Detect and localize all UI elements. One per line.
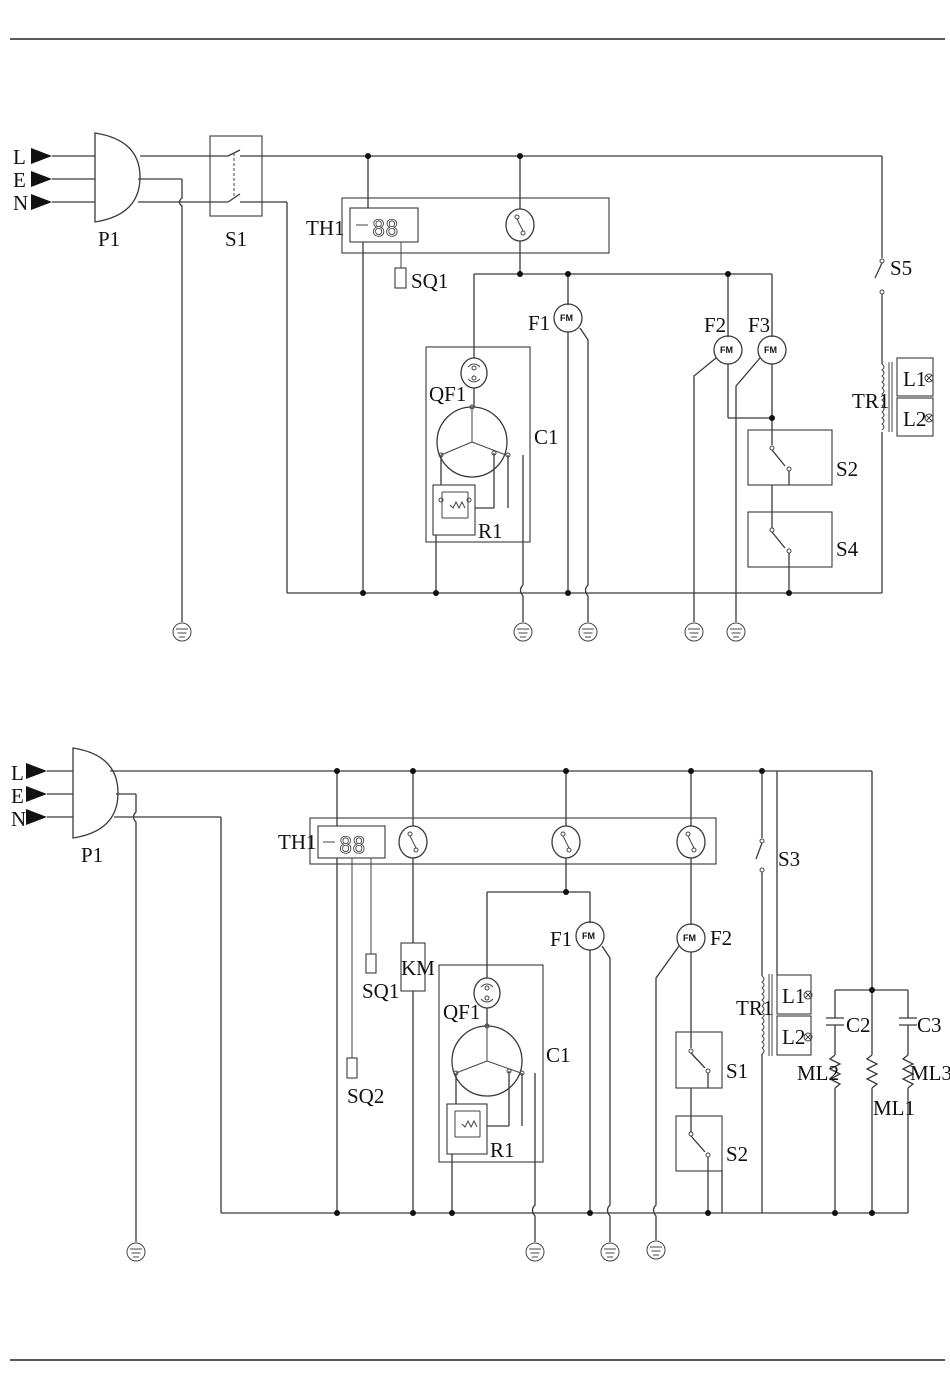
thermostat-label: TH1 bbox=[278, 830, 317, 854]
switch-s1: S1 bbox=[210, 136, 262, 251]
relay-label: R1 bbox=[490, 1138, 515, 1162]
protector-label: QF1 bbox=[443, 1000, 480, 1024]
input-N: N bbox=[11, 807, 26, 831]
switch-label: S1 bbox=[225, 227, 247, 251]
input-N: N bbox=[13, 191, 28, 215]
diagram-bottom: L E N P1 88 TH1 bbox=[11, 748, 950, 1261]
switch-s5-label: S5 bbox=[890, 256, 912, 280]
thermostat-label: TH1 bbox=[306, 216, 345, 240]
input-E: E bbox=[13, 168, 26, 192]
input-L: L bbox=[13, 145, 26, 169]
svg-text:88: 88 bbox=[339, 834, 366, 859]
fan2-label: F2 bbox=[704, 313, 726, 337]
contactor-km: KM bbox=[401, 858, 435, 1213]
sensor-label: SQ1 bbox=[411, 269, 448, 293]
compressor-label: C1 bbox=[534, 425, 559, 449]
lamp2-label: L2 bbox=[782, 1025, 805, 1049]
switch-s4-label: S4 bbox=[836, 537, 859, 561]
fan1-label: F1 bbox=[550, 927, 572, 951]
thermostat-bottom: 88 TH1 bbox=[278, 818, 716, 864]
fan-f2-bottom: FM F2 bbox=[647, 858, 732, 1259]
compressor-bottom: QF1 C1 R1 bbox=[439, 965, 571, 1162]
svg-text:FM: FM bbox=[582, 931, 595, 941]
svg-text:FM: FM bbox=[720, 345, 733, 355]
switch-s2-label: S2 bbox=[726, 1142, 748, 1166]
junctions-top bbox=[360, 153, 792, 596]
thermostat-top: 88 TH1 bbox=[306, 198, 609, 253]
door-switches-top: S2 S4 bbox=[748, 430, 859, 593]
svg-text:FM: FM bbox=[683, 933, 696, 943]
protector-label: QF1 bbox=[429, 382, 466, 406]
transformer-label: TR1 bbox=[736, 996, 773, 1020]
sensor2-label: SQ2 bbox=[347, 1084, 384, 1108]
relay-label: R1 bbox=[478, 519, 503, 543]
cap3-label: C3 bbox=[917, 1013, 942, 1037]
fan1-label: F1 bbox=[528, 311, 550, 335]
svg-text:FM: FM bbox=[560, 313, 573, 323]
plug-top: P1 bbox=[95, 133, 140, 251]
svg-text:88: 88 bbox=[372, 217, 399, 242]
input-terminals-top: L E N bbox=[13, 145, 95, 215]
fan3-label: F3 bbox=[748, 313, 770, 337]
fan2-label: F2 bbox=[710, 926, 732, 950]
svg-text:FM: FM bbox=[764, 345, 777, 355]
plug-bottom: P1 bbox=[73, 748, 118, 867]
switch-s1-label: S1 bbox=[726, 1059, 748, 1083]
diagram-top: L E N P1 bbox=[13, 133, 933, 641]
fan-f1-top: FM F1 bbox=[528, 274, 597, 641]
light-circuit-top: S5 TR1 L1 L2 bbox=[852, 156, 933, 593]
fan-f1-bottom: FM F1 bbox=[550, 892, 619, 1261]
lamp1-label: L1 bbox=[782, 984, 805, 1008]
lamp1-label: L1 bbox=[903, 367, 926, 391]
compressor-label: C1 bbox=[546, 1043, 571, 1067]
compressor-top: QF1 C1 R1 bbox=[426, 347, 559, 543]
fan-f3-top: FM F3 bbox=[727, 274, 786, 641]
lamp2-label: L2 bbox=[903, 407, 926, 431]
cap2-label: C2 bbox=[846, 1013, 871, 1037]
plug-label: P1 bbox=[98, 227, 120, 251]
heater3-label: ML3 bbox=[910, 1061, 950, 1085]
transformer-label: TR1 bbox=[852, 389, 889, 413]
input-L: L bbox=[11, 761, 24, 785]
heater1-label: ML1 bbox=[873, 1096, 915, 1120]
plug-label: P1 bbox=[81, 843, 103, 867]
heater2-label: ML2 bbox=[797, 1061, 839, 1085]
switch-s3-label: S3 bbox=[778, 847, 800, 871]
sensor1-label: SQ1 bbox=[362, 979, 399, 1003]
switch-s2-label: S2 bbox=[836, 457, 858, 481]
door-switches-bottom: S1 S2 bbox=[676, 1032, 748, 1213]
input-E: E bbox=[11, 784, 24, 808]
contactor-label: KM bbox=[401, 956, 435, 980]
input-terminals-bottom: L E N bbox=[11, 761, 73, 831]
